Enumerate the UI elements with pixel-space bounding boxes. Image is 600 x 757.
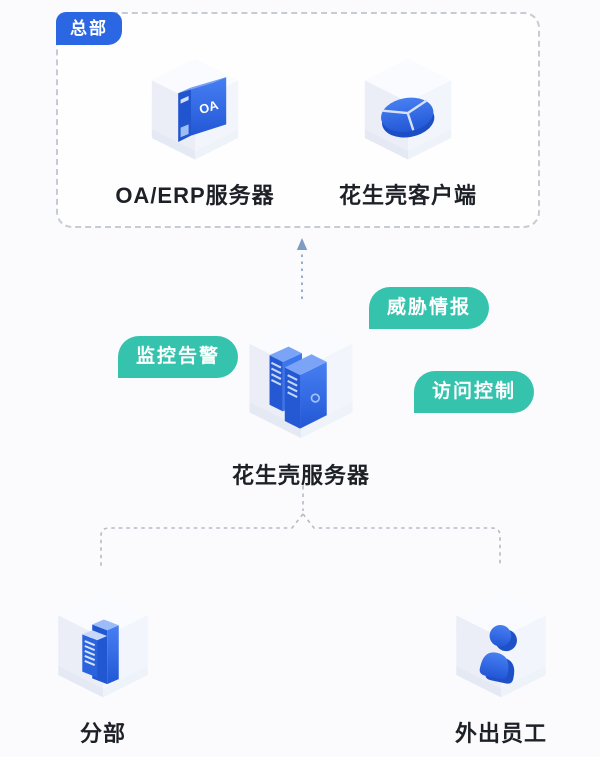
node-field-staff: 外出员工 bbox=[401, 588, 600, 748]
branch-office-icon bbox=[49, 588, 157, 704]
oa-erp-server-icon: OA bbox=[143, 54, 247, 166]
peanut-shell-client-icon bbox=[356, 54, 460, 166]
node-label-field-staff: 外出员工 bbox=[454, 721, 547, 746]
node-branch-office: 分部 bbox=[3, 588, 203, 748]
node-label-branch: 分部 bbox=[79, 721, 126, 746]
hq-badge: 总部 bbox=[56, 12, 122, 45]
oa-box-text: OA bbox=[197, 97, 220, 117]
field-staff-icon bbox=[447, 588, 555, 704]
tag-monitor-alert: 监控告警 bbox=[118, 336, 239, 378]
node-oa-erp-server: OA OA/ERP服务器 bbox=[95, 54, 295, 210]
node-label-peanut-server: 花生壳服务器 bbox=[231, 463, 370, 488]
node-label-peanut-client: 花生壳客户端 bbox=[338, 183, 477, 208]
tag-access-control: 访问控制 bbox=[414, 371, 535, 413]
peanut-shell-server-icon bbox=[239, 312, 363, 446]
node-label-oa-erp: OA/ERP服务器 bbox=[115, 183, 275, 208]
node-peanut-server: 花生壳服务器 bbox=[201, 312, 401, 490]
hq-group-box bbox=[56, 12, 540, 228]
tag-threat-intel: 威胁情报 bbox=[369, 287, 490, 329]
up-arrow-icon bbox=[296, 238, 308, 250]
node-peanut-client: 花生壳客户端 bbox=[308, 54, 508, 210]
